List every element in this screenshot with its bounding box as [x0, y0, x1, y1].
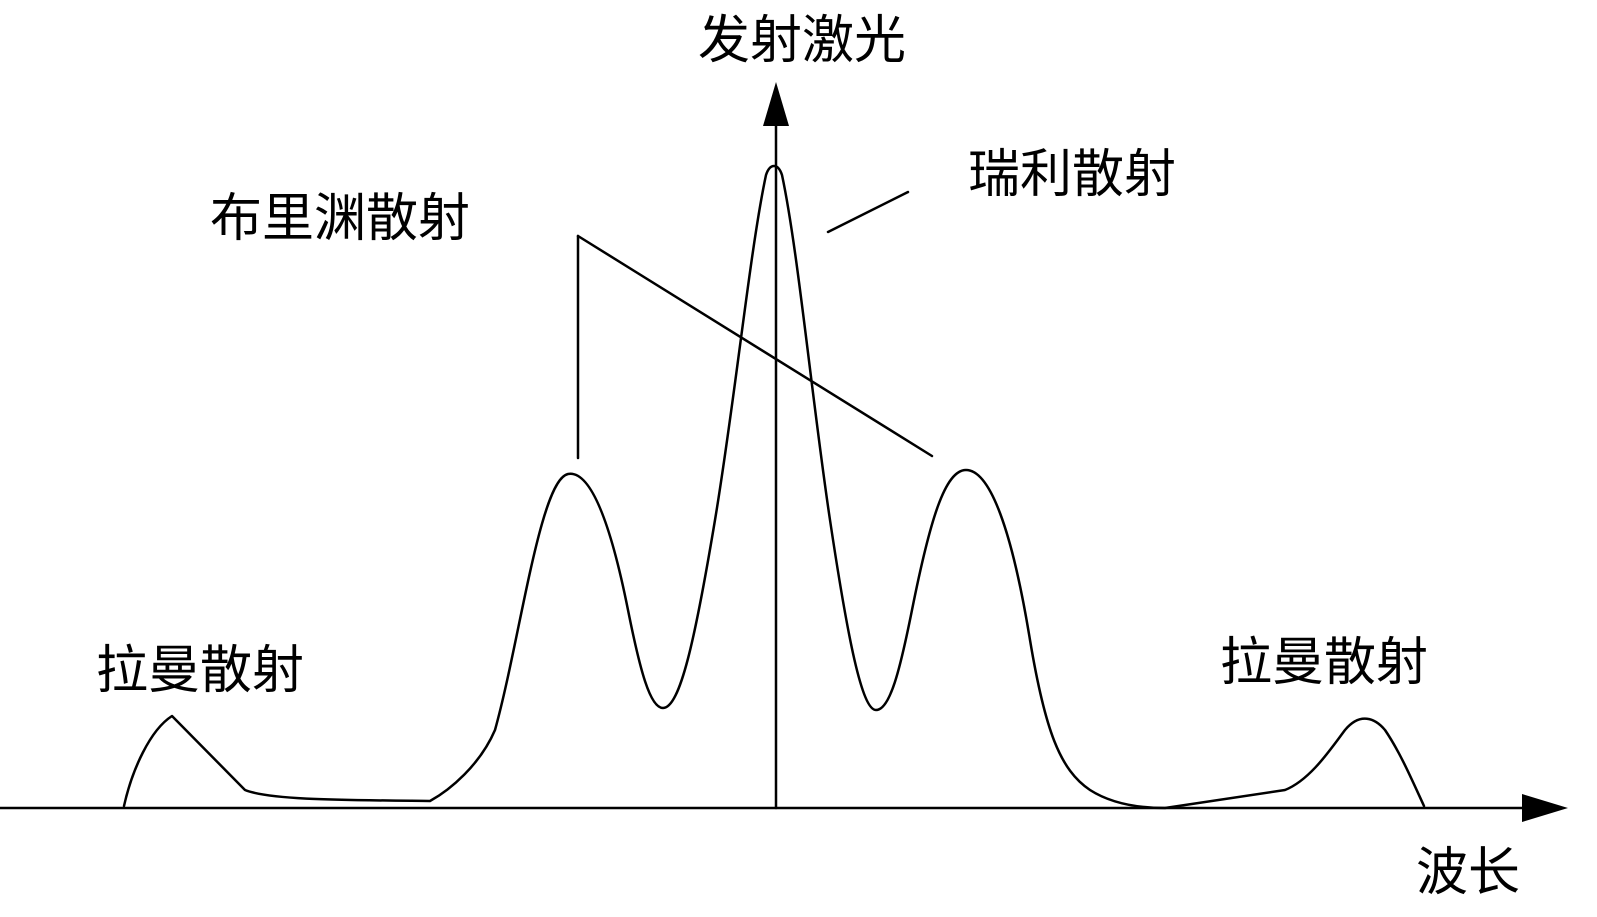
- emitted-laser-label: 发射激光: [698, 11, 906, 71]
- wavelength-axis-arrow: [1522, 794, 1568, 822]
- raman-scattering-label-right: 拉曼散射: [1220, 633, 1428, 693]
- wavelength-label: 波长: [1416, 843, 1520, 903]
- spectrum-curve: [122, 164, 1426, 810]
- brillouin-leader-line-right: [576, 234, 934, 458]
- rayleigh-leader-line: [826, 190, 910, 234]
- vertical-axis-arrow: [763, 82, 789, 126]
- rayleigh-scattering-label: 瑞利散射: [968, 145, 1176, 205]
- brillouin-scattering-label: 布里渊散射: [210, 189, 470, 249]
- raman-scattering-label-left: 拉曼散射: [96, 641, 304, 701]
